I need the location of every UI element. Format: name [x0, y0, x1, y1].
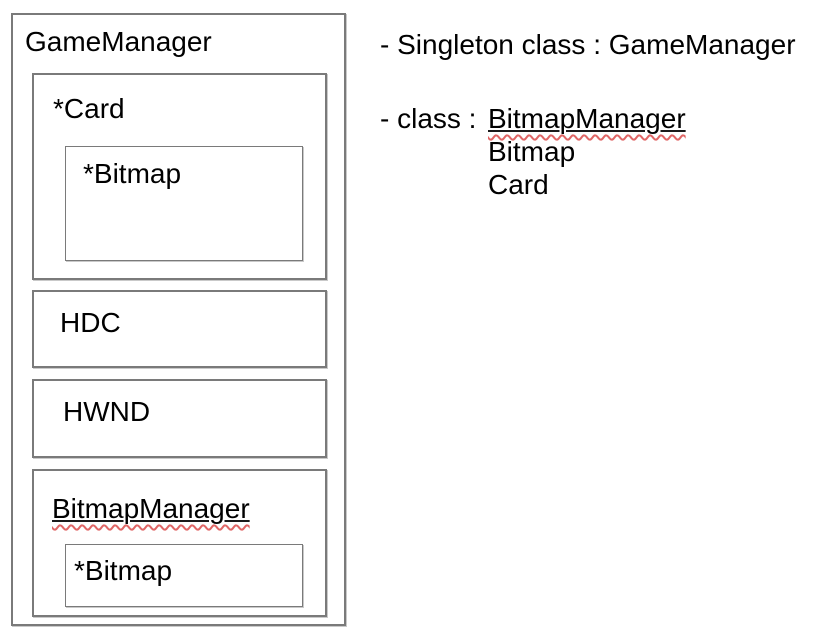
- class-note-item-bitmapmanager: BitmapManager: [488, 102, 686, 135]
- notes-block: - Singleton class : GameManager - class …: [380, 28, 796, 201]
- bitmapmanager-member-label: BitmapManager: [52, 492, 250, 525]
- bitmapmanager-bitmap-member-box: *Bitmap: [65, 544, 303, 607]
- note-bitmapmanager-squiggle-text: BitmapManager: [488, 103, 686, 134]
- gamemanager-label: GameManager: [25, 26, 212, 57]
- gamemanager-box: GameManager *Card *Bitmap HDC HWND Bitma…: [11, 13, 346, 626]
- bitmapmanager-bitmap-member-label: *Bitmap: [74, 555, 173, 586]
- class-note-item-bitmap: Bitmap: [488, 136, 576, 167]
- class-note-line: - class : BitmapManager Bitmap Card: [380, 102, 796, 201]
- singleton-note-line: - Singleton class : GameManager: [380, 29, 796, 60]
- card-bitmap-member-label: *Bitmap: [83, 158, 182, 189]
- bitmapmanager-member-box: BitmapManager *Bitmap: [32, 469, 327, 617]
- note-bitmapmanager-underline: BitmapManager: [488, 103, 686, 134]
- class-note-item-card: Card: [488, 169, 549, 200]
- bitmapmanager-underline: BitmapManager: [52, 493, 250, 524]
- hdc-member-box: HDC: [32, 290, 327, 368]
- class-note-items: BitmapManager Bitmap Card: [488, 102, 686, 201]
- hwnd-member-label: HWND: [63, 396, 151, 427]
- hdc-member-label: HDC: [60, 307, 121, 338]
- card-member-label: *Card: [53, 93, 125, 124]
- bitmapmanager-squiggle-text: BitmapManager: [52, 493, 250, 524]
- hwnd-member-box: HWND: [32, 379, 327, 458]
- card-member-box: *Card *Bitmap: [32, 73, 327, 280]
- class-note-prefix: - class :: [380, 103, 477, 134]
- card-bitmap-member-box: *Bitmap: [65, 146, 303, 261]
